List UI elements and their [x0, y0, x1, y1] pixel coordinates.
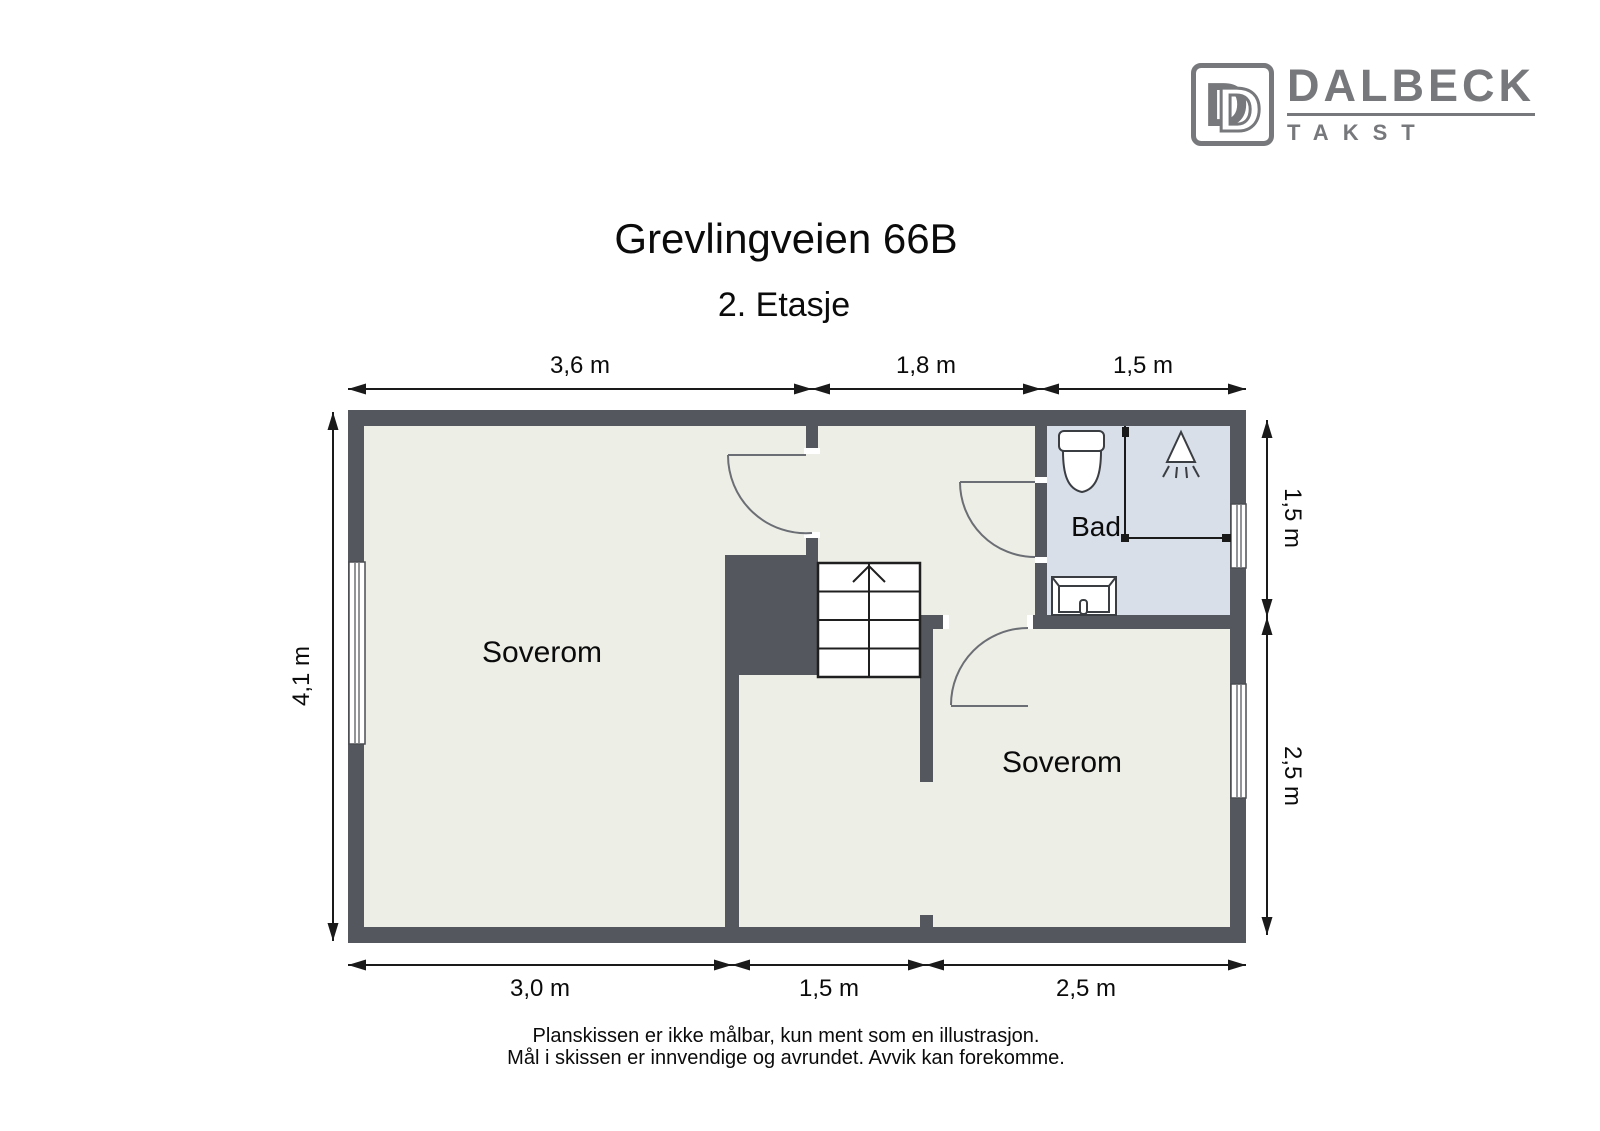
dim-label-right-2: 2,5 m — [1279, 745, 1306, 807]
svg-text:D: D — [1217, 76, 1262, 141]
wall-outer-bottom — [348, 927, 1246, 943]
dim-label-top-3: 1,5 m — [1112, 352, 1174, 379]
jamb-bedroom-right-right — [1027, 615, 1033, 629]
wall-outer-top — [348, 410, 1246, 426]
page-title: Grevlingveien 66B — [614, 215, 958, 262]
jamb-bedroom-right-left — [943, 615, 949, 629]
wall-outer-left — [348, 426, 364, 927]
dim-label-top-2: 1,8 m — [895, 352, 957, 379]
wall-bathroom-bottom — [1028, 615, 1230, 629]
dim-label-top-1: 3,6 m — [549, 352, 611, 379]
dimension-line-top — [348, 383, 1246, 395]
wall-bedroom-right-bottom-stub — [920, 915, 933, 927]
logo-text: DALBECK TAKST — [1287, 63, 1535, 144]
footer-disclaimer-line2: Mål i skissen er innvendige og avrundet.… — [507, 1047, 1065, 1069]
jamb-bedroom-left-bottom — [804, 532, 820, 538]
room-label-bedroom-left: Soverom — [481, 636, 603, 669]
logo-brand-text: DALBECK — [1287, 63, 1535, 116]
dimension-line-bottom — [348, 959, 1246, 971]
floor-subtitle: 2. Etasje — [717, 286, 851, 324]
jamb-bathroom-bottom — [1035, 557, 1047, 563]
footer-disclaimer-line1: Planskissen er ikke målbar, kun ment som… — [532, 1025, 1040, 1047]
dim-label-bottom-1: 3,0 m — [509, 975, 571, 1002]
wall-bathroom-left — [1035, 426, 1047, 615]
dalbeck-logo: D D DALBECK TAKST — [1191, 63, 1535, 147]
wall-bedroom-left-right-side — [725, 675, 739, 927]
dim-label-bottom-2: 1,5 m — [798, 975, 860, 1002]
wall-bedroom-right-left-side — [920, 629, 933, 782]
wall-stub-bedroom-left-door — [806, 426, 818, 451]
wall-block-chimney — [725, 555, 818, 675]
svg-text:D: D — [1204, 71, 1249, 140]
logo-sub-text: TAKST — [1287, 120, 1429, 145]
dim-label-bottom-3: 2,5 m — [1055, 975, 1117, 1002]
jamb-bedroom-left-top — [804, 448, 820, 454]
wall-outer-right — [1230, 426, 1246, 927]
dalbeck-monogram-icon: D D — [1191, 63, 1274, 147]
dimension-line-left — [327, 412, 339, 941]
room-label-bathroom: Bad — [1071, 511, 1121, 542]
room-label-bedroom-right: Soverom — [1001, 746, 1123, 779]
dim-label-left-1: 4,1 m — [288, 645, 315, 707]
wall-hall-bottom-left-segment — [920, 615, 948, 629]
dim-label-right-1: 1,5 m — [1279, 487, 1306, 549]
jamb-bathroom-top — [1035, 477, 1047, 483]
dimension-line-right — [1261, 420, 1273, 935]
wall-connector-above-block — [806, 538, 818, 555]
